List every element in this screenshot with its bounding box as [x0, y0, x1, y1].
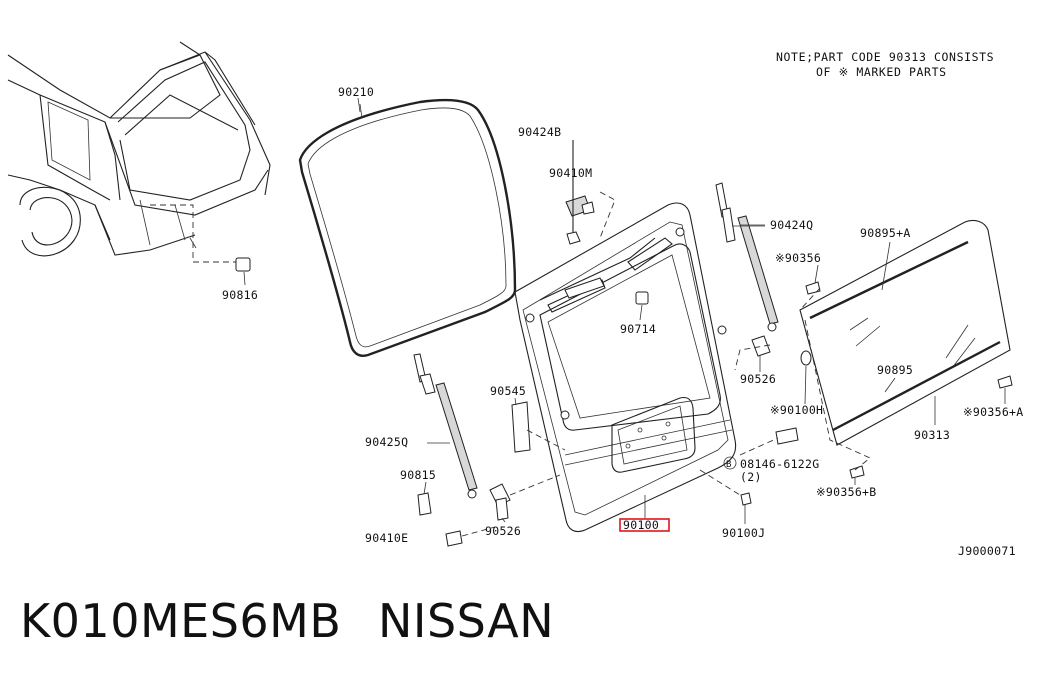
gas-stay-right [715, 182, 779, 332]
label-90895A: 90895+A [860, 226, 911, 240]
label-90545: 90545 [490, 384, 526, 398]
hinges [489, 335, 771, 521]
small-parts-left [417, 401, 566, 547]
part-number-caption: K010MES6MB [20, 594, 342, 648]
label-08146-qty: (2) [740, 470, 762, 484]
label-90714: 90714 [620, 322, 656, 336]
label-90424B: 90424B [518, 125, 561, 139]
back-door-panel [514, 202, 737, 533]
label-90526-left: 90526 [485, 524, 521, 538]
small-parts-right [699, 350, 812, 506]
clip-90816 [235, 257, 251, 272]
label-90100: 90100 [623, 518, 659, 532]
diagram-id: J9000071 [958, 544, 1016, 558]
label-08146-6122G: 08146-6122G [740, 457, 819, 471]
label-90100J: 90100J [722, 526, 765, 540]
callout-labels: NOTE;PART CODE 90313 CONSISTS OF ※ MARKE… [222, 50, 1024, 558]
vehicle-illustration [7, 41, 271, 272]
clip-90356A [997, 375, 1013, 389]
gas-stay-left [413, 353, 478, 499]
rear-glass [799, 219, 1013, 479]
label-90424Q: 90424Q [770, 218, 813, 232]
highlight-box-90100 [619, 518, 670, 532]
label-90210: 90210 [338, 85, 374, 99]
grommet-90100H [800, 350, 812, 366]
label-90356A: ※90356+A [963, 405, 1024, 419]
clip-90100J [740, 492, 752, 506]
clip-90356 [805, 281, 821, 295]
bumper-90815 [417, 492, 432, 516]
label-90410E: 90410E [365, 531, 408, 545]
label-90425Q: 90425Q [365, 435, 408, 449]
label-90410M: 90410M [549, 166, 592, 180]
note-line-2: OF ※ MARKED PARTS [816, 65, 947, 79]
bolt-symbol-circle [723, 456, 737, 470]
leader-lines [243, 97, 1006, 524]
label-90356B: ※90356+B [816, 485, 877, 499]
bracket-90714 [635, 291, 649, 305]
label-90816: 90816 [222, 288, 258, 302]
bolt-symbol-letter: B [726, 460, 732, 470]
label-90815: 90815 [400, 468, 436, 482]
label-90313: 90313 [914, 428, 950, 442]
clip-90356B [849, 465, 865, 479]
label-90895: 90895 [877, 363, 913, 377]
label-90100H: ※90100H [770, 403, 823, 417]
lock-assembly [565, 140, 616, 245]
weatherstrip-seal [298, 98, 517, 357]
note-line-1: NOTE;PART CODE 90313 CONSISTS [776, 50, 994, 64]
bolt-90410E [445, 530, 463, 547]
label-90526-right: 90526 [740, 372, 776, 386]
plate-90545 [511, 401, 531, 453]
bolt-08146 [775, 427, 799, 445]
label-90356: ※90356 [775, 251, 821, 265]
brand-caption: NISSAN [378, 594, 555, 648]
